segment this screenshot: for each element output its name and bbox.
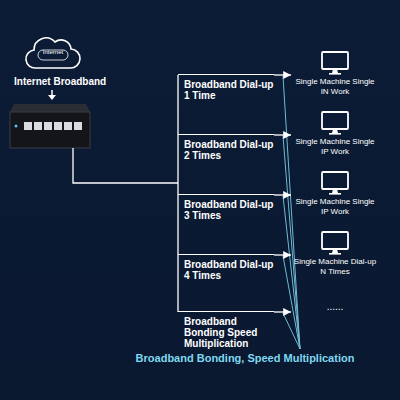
connector-arrow bbox=[274, 194, 291, 195]
dialup-band: Broadband Bonding Speed Multiplication bbox=[178, 311, 274, 349]
dialup-band: Broadband Dial-up 1 Time bbox=[178, 74, 274, 101]
dialup-band: Broadband Dial-up 2 Times bbox=[178, 134, 274, 161]
source-heading: Internet Broadband bbox=[14, 76, 106, 88]
more-node: ...... bbox=[292, 302, 378, 312]
connector-arrow bbox=[274, 254, 291, 255]
connector-arrow bbox=[274, 134, 291, 135]
machine-label: Single Machine Single IP Work bbox=[292, 195, 378, 216]
connector-arrow bbox=[274, 74, 291, 75]
machine-node: Single Machine Single IN Work bbox=[292, 51, 378, 96]
monitor-icon bbox=[320, 111, 350, 135]
dialup-label: Broadband Bonding Speed Multiplication bbox=[184, 316, 274, 349]
machine-label: Single Machine Single IP Work bbox=[292, 135, 378, 156]
machine-node: Single Machine Dial-up N Times bbox=[292, 231, 378, 276]
dialup-label: Broadband Dial-up 3 Times bbox=[184, 199, 274, 221]
feed-line bbox=[73, 148, 178, 183]
monitor-icon bbox=[320, 171, 350, 195]
bonding-lines bbox=[283, 76, 300, 349]
dialup-label: Broadband Dial-up 4 Times bbox=[184, 259, 274, 281]
dialup-band: Broadband Dial-up 3 Times bbox=[178, 194, 274, 221]
caption: Broadband Bonding, Speed Multiplication bbox=[100, 352, 390, 365]
dialup-label: Broadband Dial-up 1 Time bbox=[184, 79, 274, 101]
mini-pc bbox=[10, 104, 90, 148]
monitor-icon bbox=[320, 231, 350, 255]
machine-label: Single Machine Single IN Work bbox=[292, 75, 378, 96]
monitor-icon bbox=[320, 51, 350, 75]
cloud-node: InternetInternet Broadband bbox=[24, 34, 82, 72]
dialup-band: Broadband Dial-up 4 Times bbox=[178, 254, 274, 281]
machine-node: Single Machine Single IP Work bbox=[292, 171, 378, 216]
dialup-label: Broadband Dial-up 2 Times bbox=[184, 139, 274, 161]
machine-label: Single Machine Dial-up N Times bbox=[292, 255, 378, 276]
machine-node: Single Machine Single IP Work bbox=[292, 111, 378, 156]
cloud-label: Internet bbox=[24, 49, 82, 56]
machine-label: ...... bbox=[292, 302, 378, 312]
connector-arrow bbox=[274, 311, 291, 312]
feed-arrowhead bbox=[48, 95, 56, 100]
